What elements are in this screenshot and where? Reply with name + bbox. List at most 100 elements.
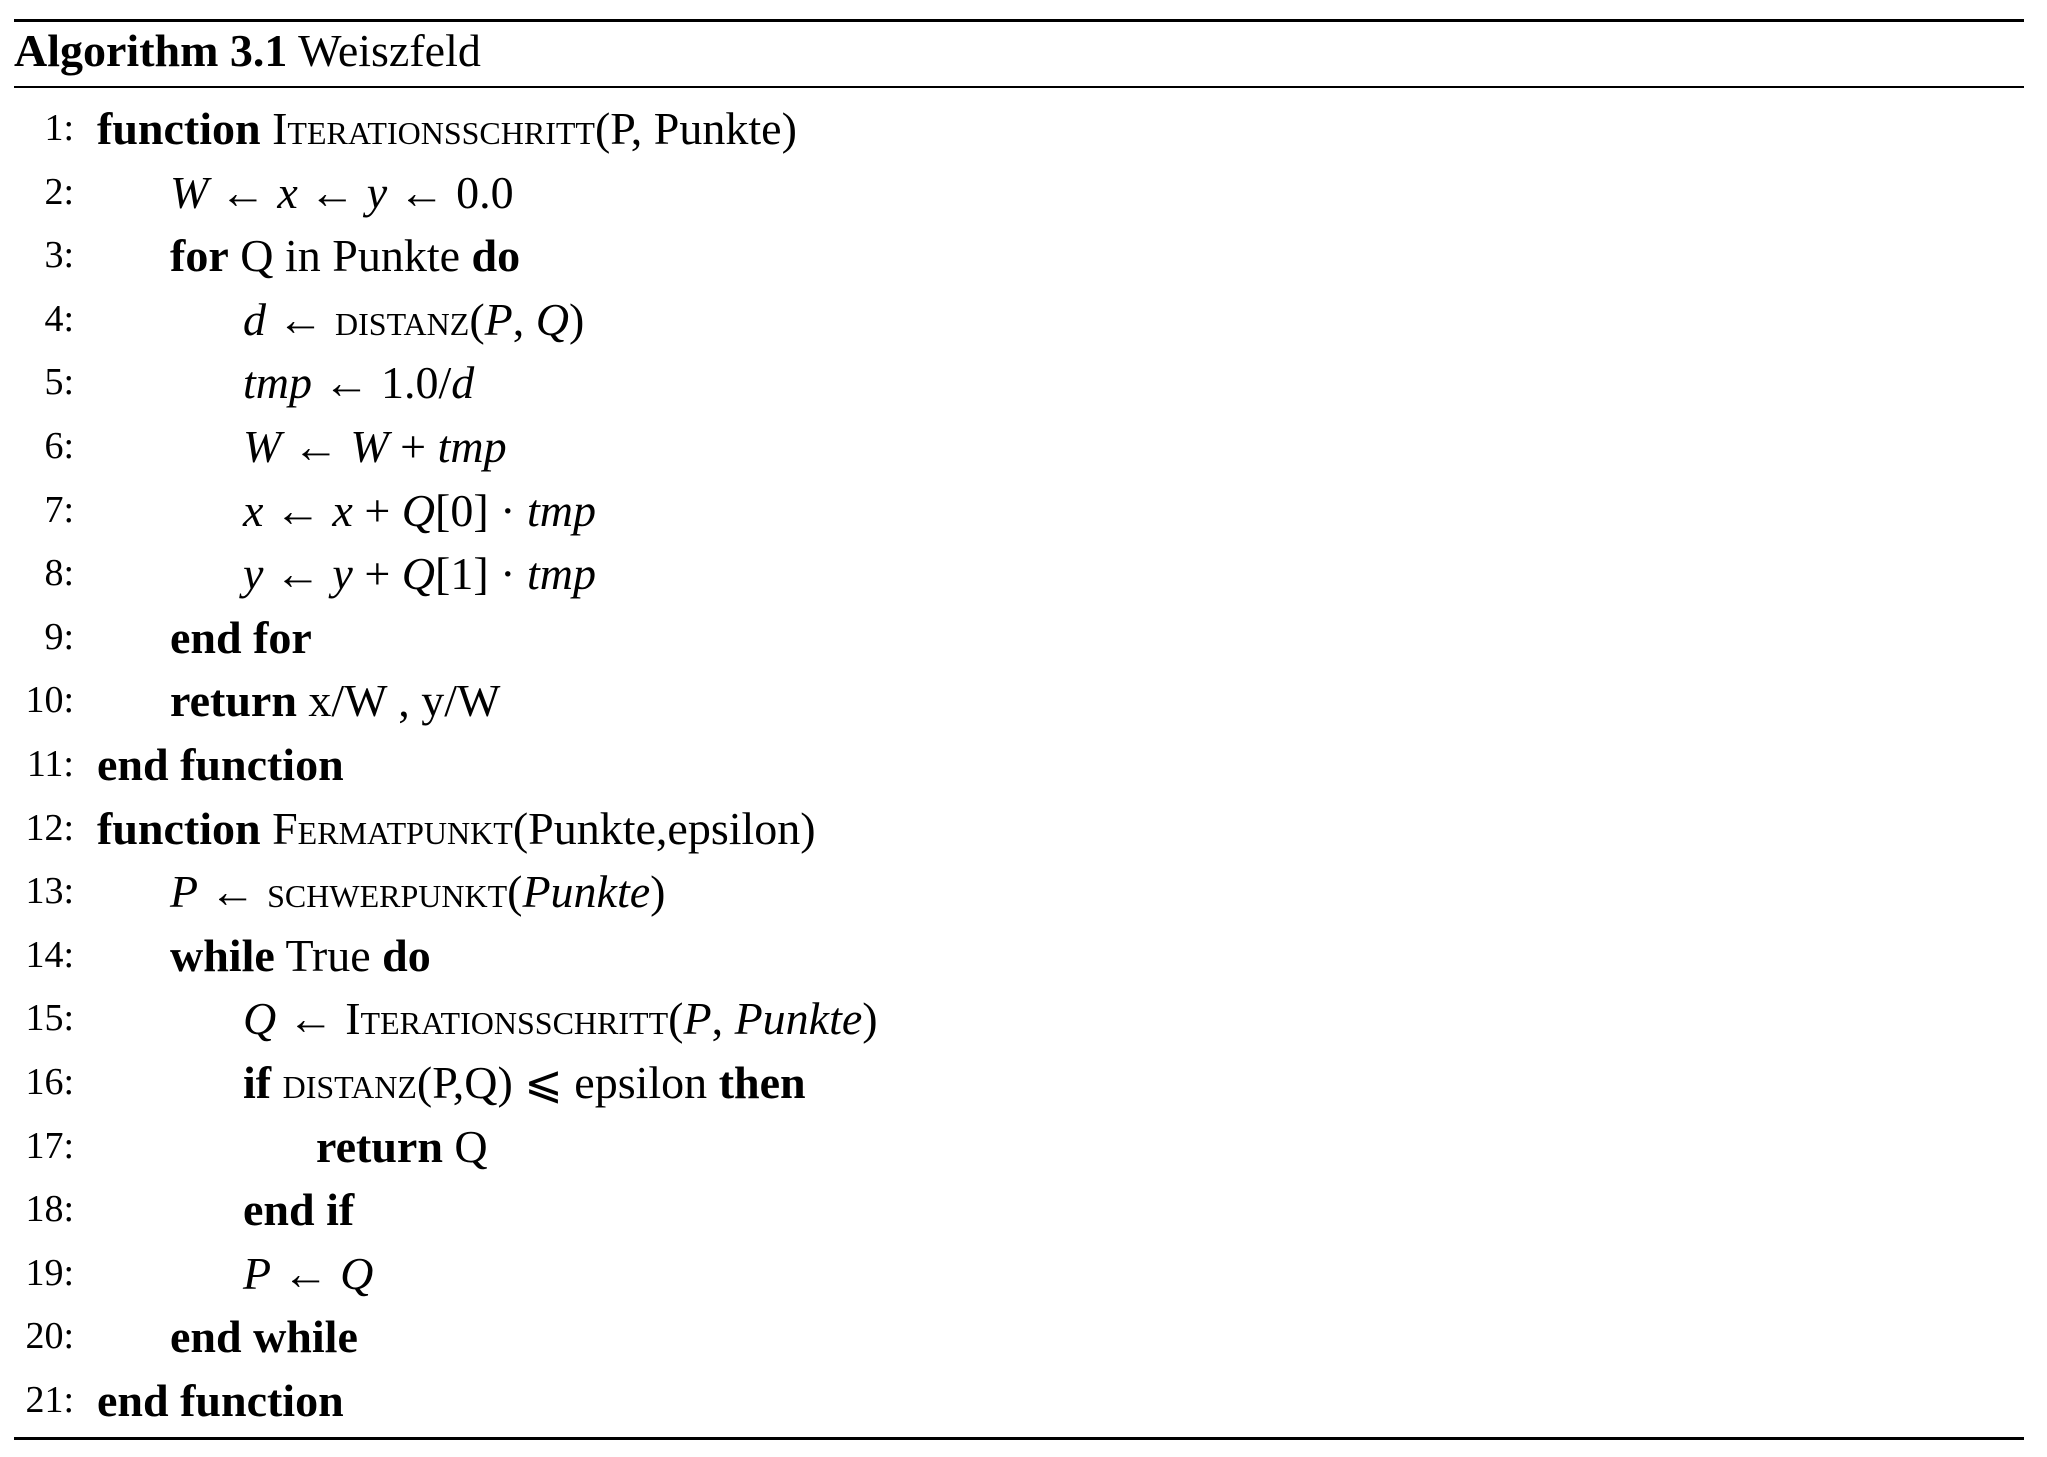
math-variable: tmp [437,420,507,472]
math-variable: tmp [243,357,312,409]
line-code: while True do [170,924,431,988]
algorithm-lines: 1:function Iterationsschritt(P, Punkte)2… [14,97,2024,1432]
algorithm-line: 16: if distanz(P,Q) ⩽ epsilon then [14,1051,2024,1115]
math-variable: P [243,1247,272,1299]
math-variable: x [332,484,353,536]
line-code: function Fermatpunkt(Punkte,epsilon) [97,797,816,861]
line-number: 9: [44,615,74,658]
line-code: x ← x + Q[0] · tmp [243,479,596,543]
math-variable: W [243,420,282,472]
line-code: tmp ← 1.0/d [243,351,474,415]
algorithm-line: 19:P ← Q [14,1242,2024,1306]
keyword: return [316,1120,443,1172]
line-code: Q ← Iterationsschritt(P, Punkte) [243,987,878,1051]
code-text: Q in Punkte [228,230,472,282]
line-number: 19: [25,1251,74,1294]
line-code: function Iterationsschritt(P, Punkte) [97,97,797,161]
math-variable: Q [243,993,277,1045]
keyword: function [97,802,261,854]
math-variable: W [350,420,389,472]
math-variable: P [170,866,199,918]
algorithm-line: 8: y ← y + Q[1] · tmp [14,542,2024,606]
line-number: 16: [25,1060,74,1103]
keyword: end for [170,611,312,663]
code-text: ← [198,866,268,918]
keyword: do [382,929,431,981]
code-text: ( [668,993,684,1045]
code-text: + [352,484,402,536]
algorithm-line: 9: end for [14,606,2024,670]
line-code: y ← y + Q[1] · tmp [243,542,596,606]
math-variable: x [277,166,298,218]
procedure-name: Iterationsschritt [272,103,595,154]
algorithm-line: 11:end function [14,733,2024,797]
code-text: + [388,420,438,472]
line-code: end if [243,1178,354,1242]
procedure-name: distanz [282,1056,417,1108]
line-number: 18: [25,1188,74,1231]
code-text: ) [568,293,585,345]
line-number: 20: [25,1315,74,1358]
keyword: function [97,103,261,154]
code-text: ) [862,993,878,1045]
line-code: return x/W , y/W [170,669,500,733]
algorithm-caption: Algorithm 3.1 Weiszfeld [14,20,481,82]
math-variable: Q [340,1247,374,1299]
math-variable: Punkte [734,993,863,1045]
math-variable: W [170,166,209,218]
algorithm-line: 2:W ← x ← y ← 0.0 [14,161,2024,225]
line-code: for Q in Punkte do [170,224,520,288]
keyword: then [718,1056,806,1108]
code-text: ← [263,548,333,600]
keyword: for [170,230,229,282]
code-text: (P, Punkte) [594,103,797,154]
code-text: True [274,929,383,981]
code-text: , [711,993,735,1045]
keyword: while [170,929,275,981]
algorithm-line: 12: function Fermatpunkt(Punkte,epsilon) [14,797,2024,861]
code-text: Q [442,1120,488,1172]
line-number: 15: [25,997,74,1040]
code-text: ← [297,166,367,218]
procedure-name: Fermatpunkt [272,802,513,854]
algorithm-line: 3:for Q in Punkte do [14,224,2024,288]
math-variable: y [243,548,264,600]
code-text: (P,Q) ⩽ epsilon [416,1056,719,1108]
procedure-name: distanz [335,293,470,345]
algorithm-line: 6: W ← W + tmp [14,415,2024,479]
keyword: end function [97,1374,344,1426]
math-variable: Q [401,548,436,600]
algorithm-line: 14:while True do [14,924,2024,988]
line-code: return Q [316,1115,488,1179]
line-number: 12: [25,806,74,849]
line-code: W ← W + tmp [243,415,507,479]
math-variable: d [451,357,475,409]
algorithm-line: 21: end function [14,1369,2024,1433]
line-number: 17: [25,1124,74,1167]
line-code: end while [170,1305,358,1369]
code-text: ← [266,293,335,345]
line-code: W ← x ← y ← 0.0 [170,161,514,225]
code-text: ← 0.0 [387,166,514,218]
line-number: 21: [25,1378,74,1421]
code-text: , [512,293,536,345]
code-text: [0] · [435,484,527,536]
keyword: if [243,1056,272,1108]
algorithm-line: 15: Q ← Iterationsschritt(P, Punkte) [14,987,2024,1051]
procedure-name: Iterationsschritt [345,993,669,1045]
line-code: end function [97,733,344,797]
line-number: 6: [44,424,74,467]
line-number: 4: [44,297,74,340]
code-text: ← 1.0/ [312,357,452,409]
algorithm-line: 7:x ← x + Q[0] · tmp [14,479,2024,543]
line-code: d ← distanz(P, Q) [243,288,584,352]
math-variable: Punkte [522,866,651,918]
algorithm-label: Algorithm 3.1 [14,25,288,76]
line-number: 8: [44,552,74,595]
keyword: end if [243,1184,355,1236]
math-variable: tmp [527,484,596,536]
bottom-rule [14,1437,2024,1440]
code-text: ) [650,866,666,918]
line-number: 5: [44,361,74,404]
math-variable: P [484,293,513,345]
